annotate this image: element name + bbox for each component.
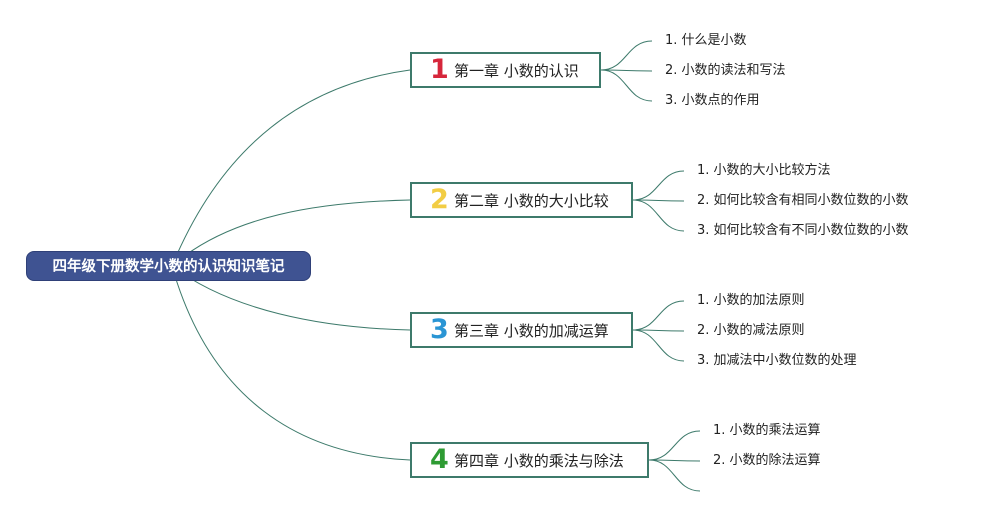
topic-2-3[interactable]: 3. 如何比较含有不同小数位数的小数 — [697, 223, 909, 238]
connector-root-chapter-2 — [171, 199, 411, 267]
connector-chapter-4-topic-2 — [648, 459, 701, 462]
topic-1-3[interactable]: 3. 小数点的作用 — [665, 93, 760, 108]
chapter-4-node[interactable]: 4 第四章 小数的乘法与除法 — [410, 442, 649, 478]
chapter-number-3: 3 — [430, 314, 449, 345]
topic-2-1[interactable]: 1. 小数的大小比较方法 — [697, 163, 831, 178]
topic-3-3[interactable]: 3. 加减法中小数位数的处理 — [697, 353, 857, 368]
chapter-2-node[interactable]: 2 第二章 小数的大小比较 — [410, 182, 633, 218]
topic-2-2[interactable]: 2. 如何比较含有相同小数位数的小数 — [697, 193, 909, 208]
topic-1-1[interactable]: 1. 什么是小数 — [665, 33, 747, 48]
connector-root-chapter-4 — [171, 265, 411, 461]
connector-chapter-4-topic-1 — [648, 430, 701, 461]
connector-chapter-2-topic-3 — [632, 199, 685, 232]
topic-4-2[interactable]: 2. 小数的除法运算 — [713, 453, 821, 468]
chapter-number-4: 4 — [430, 444, 449, 475]
chapter-1-node[interactable]: 1 第一章 小数的认识 — [410, 52, 601, 88]
connector-chapter-2-topic-2 — [632, 199, 685, 202]
connector-chapter-1-topic-1 — [600, 40, 653, 71]
topic-3-1[interactable]: 1. 小数的加法原则 — [697, 293, 805, 308]
topic-1-2[interactable]: 2. 小数的读法和写法 — [665, 63, 786, 78]
chapter-3-node[interactable]: 3 第三章 小数的加减运算 — [410, 312, 633, 348]
chapter-number-2: 2 — [430, 184, 449, 215]
topic-4-1[interactable]: 1. 小数的乘法运算 — [713, 423, 821, 438]
connector-chapter-3-topic-1 — [632, 300, 685, 331]
chapter-title-2: 第二章 小数的大小比较 — [454, 191, 609, 210]
connector-chapter-3-topic-2 — [632, 329, 685, 332]
topic-3-2[interactable]: 2. 小数的减法原则 — [697, 323, 805, 338]
root-node[interactable]: 四年级下册数学小数的认识知识笔记 — [26, 251, 311, 281]
connector-chapter-4-topic-3 — [648, 459, 701, 492]
connector-chapter-1-topic-3 — [600, 69, 653, 102]
connector-root-chapter-1 — [171, 69, 411, 267]
connector-chapter-1-topic-2 — [600, 69, 653, 72]
chapter-title-3: 第三章 小数的加减运算 — [454, 321, 609, 340]
chapter-title-1: 第一章 小数的认识 — [454, 61, 579, 80]
connector-chapter-3-topic-3 — [632, 329, 685, 362]
connector-chapter-2-topic-1 — [632, 170, 685, 201]
connector-root-chapter-3 — [171, 265, 411, 331]
chapter-number-1: 1 — [430, 54, 449, 85]
chapter-title-4: 第四章 小数的乘法与除法 — [454, 451, 624, 470]
